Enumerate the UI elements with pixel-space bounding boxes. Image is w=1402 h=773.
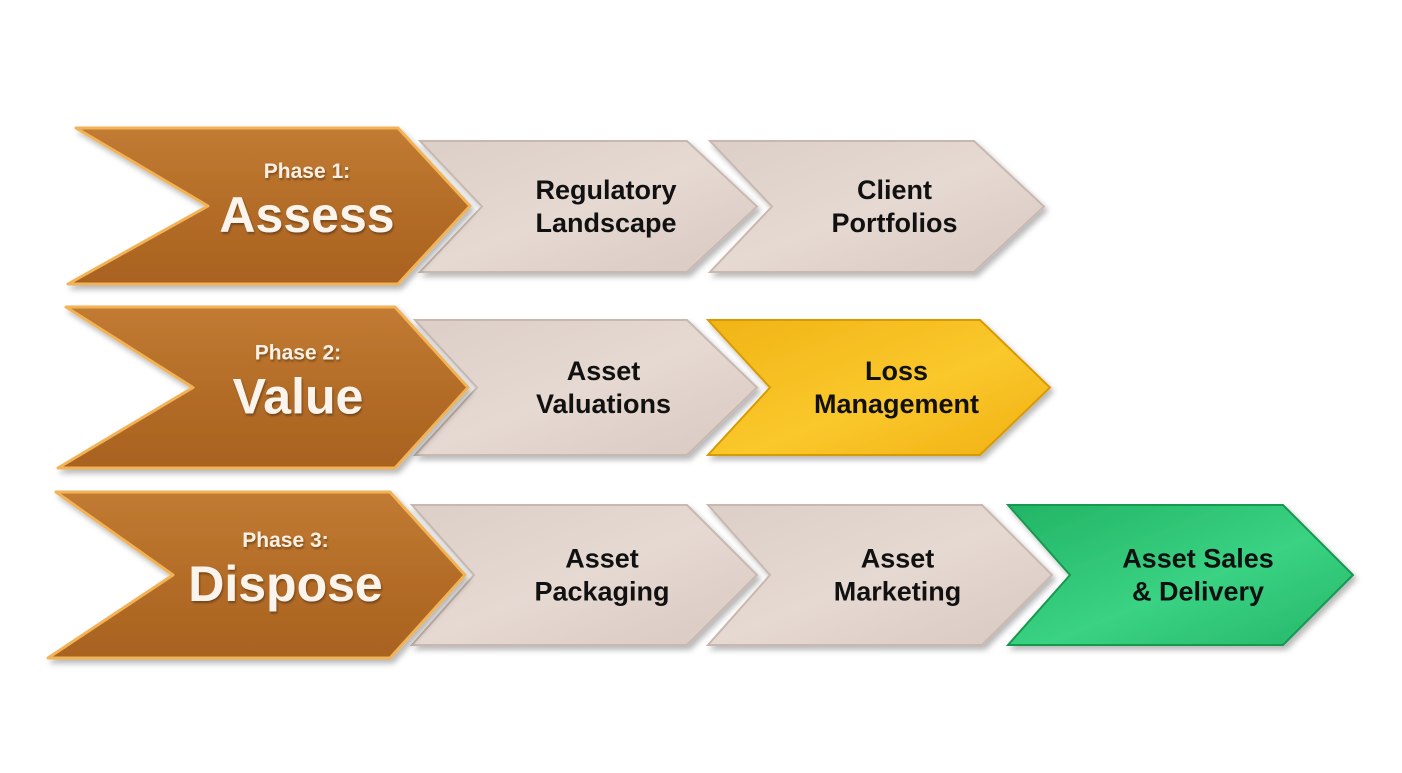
step-chevron: Asset Sales& Delivery — [1005, 504, 1355, 646]
phase-name-label: Assess — [219, 187, 394, 243]
step-label-line: Management — [814, 389, 979, 419]
step-label-line: Loss — [865, 356, 928, 386]
phase-number-label: Phase 1: — [264, 160, 350, 183]
step-label-line: Asset — [861, 544, 935, 574]
step-chevron-shape — [707, 140, 1046, 273]
phase-number-label: Phase 2: — [255, 342, 341, 365]
step-label-line: Valuations — [536, 389, 671, 419]
step-chevron-shape — [1005, 504, 1355, 646]
step-chevron-shape — [412, 319, 759, 456]
step-chevron-shape — [705, 504, 1054, 646]
phase-chevron-shape — [56, 305, 470, 470]
step-chevron-shape — [409, 504, 759, 646]
phase-chevron-shape — [66, 126, 472, 286]
step-label-line: Packaging — [534, 577, 669, 607]
step-label-line: Asset — [565, 544, 639, 574]
step-label-line: Client — [857, 175, 932, 205]
phase-number-label: Phase 3: — [242, 529, 328, 552]
phase-chevron: Phase 2: Value — [56, 305, 470, 470]
step-chevron-shape — [417, 140, 759, 273]
phase-chevron-shape — [46, 490, 467, 660]
step-label-line: Asset — [567, 356, 641, 386]
phase-name-label: Value — [233, 369, 364, 425]
phase-chevron: Phase 3: Dispose — [46, 490, 467, 660]
step-label-line: Asset Sales — [1122, 544, 1274, 574]
step-label-line: Portfolios — [832, 208, 958, 238]
diagram-layer: RegulatoryLandscapeClientPortfoliosPhase… — [46, 126, 1355, 660]
step-label-line: Marketing — [834, 577, 962, 607]
step-label-line: Landscape — [535, 208, 676, 238]
step-chevron-shape — [705, 319, 1052, 456]
step-label-line: Regulatory — [535, 175, 676, 205]
phase-name-label: Dispose — [188, 556, 383, 612]
phase-row-1: RegulatoryLandscapeClientPortfoliosPhase… — [66, 126, 1046, 286]
step-label-line: & Delivery — [1132, 577, 1264, 607]
phase-chevron: Phase 1: Assess — [66, 126, 472, 286]
